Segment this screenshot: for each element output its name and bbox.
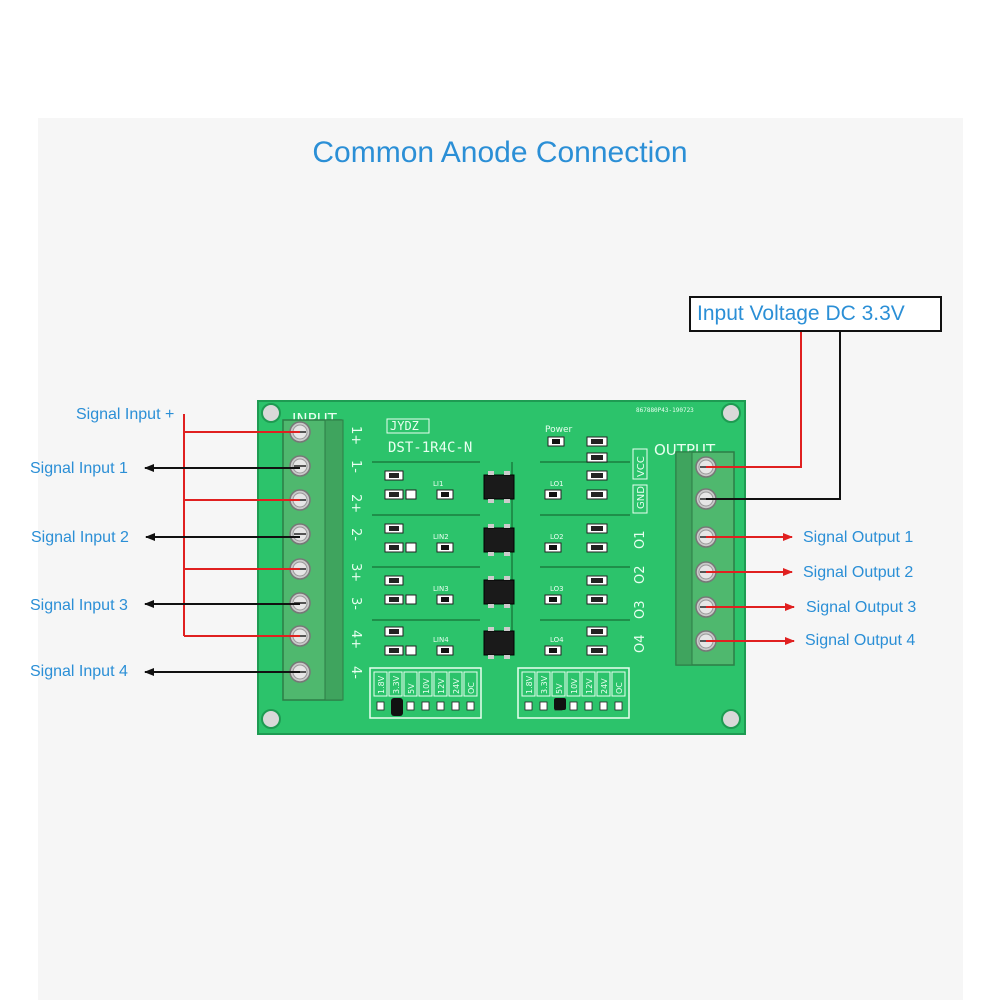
optocoupler-1 <box>483 471 515 503</box>
input-pin-label: 1- <box>348 460 363 473</box>
output-pin-label: O3 <box>633 600 648 619</box>
jumper-right <box>554 698 566 710</box>
gnd-wire <box>706 332 841 500</box>
input-screw-4 <box>289 523 311 545</box>
board-model: DST-1R4C-N <box>388 440 472 456</box>
lin-label: LI1 <box>433 480 443 488</box>
input-terminal-block <box>282 419 344 701</box>
voltage-option-label: 12V <box>585 678 594 694</box>
mount-hole-bottom-left <box>261 709 281 729</box>
optocoupler-2 <box>483 524 515 556</box>
input-pin-label: 4+ <box>348 630 363 649</box>
mount-hole-bottom-right <box>721 709 741 729</box>
lo-label: LO2 <box>550 533 564 541</box>
label-signal-input-2: Signal Input 2 <box>31 529 129 546</box>
voltage-option-label: OC <box>615 682 624 694</box>
input-pin-labels: 1+ 1- 2+ 2- 3+ 3- 4+ 4- <box>348 426 363 679</box>
top-right-resistors <box>586 436 608 463</box>
input-pin-label: 1+ <box>348 426 363 445</box>
input-voltage-box: Input Voltage DC 3.3V <box>689 296 942 332</box>
output-pin-label: O1 <box>633 530 648 549</box>
voltage-option-label: 1.8V <box>377 675 386 694</box>
voltage-option-label: 3.3V <box>392 675 401 694</box>
label-signal-output-2: Signal Output 2 <box>803 564 914 581</box>
voltage-option-label: 24V <box>452 678 461 694</box>
label-signal-input-1: Signal Input 1 <box>30 460 128 477</box>
input-pin-label: 2- <box>348 528 363 541</box>
voltage-option-label: OC <box>467 682 476 694</box>
label-signal-output-4: Signal Output 4 <box>805 632 916 649</box>
output-pin-label: GND <box>636 486 647 509</box>
signal-input-arrows <box>144 464 300 676</box>
optocouplers <box>483 471 515 659</box>
input-screw-2 <box>289 455 311 477</box>
optocoupler-3 <box>483 576 515 608</box>
jumper-left <box>391 698 403 716</box>
pcb-traces <box>372 461 630 640</box>
output-pin-label: VCC <box>636 456 647 477</box>
voltage-option-label: 5V <box>407 683 416 694</box>
input-pin-label: 4- <box>348 666 363 679</box>
voltage-option-label: 10V <box>422 678 431 694</box>
board-serial: 867880P43-190723 <box>636 407 694 414</box>
power-label: Power <box>545 425 573 435</box>
input-pin-label: 2+ <box>348 494 363 513</box>
label-signal-output-3: Signal Output 3 <box>806 599 917 616</box>
mount-hole-top-left <box>261 403 281 423</box>
label-signal-input-4: Signal Input 4 <box>30 663 128 680</box>
signal-output-arrows <box>706 533 795 645</box>
mount-hole-top-right <box>721 403 741 423</box>
voltage-option-label: 12V <box>437 678 446 694</box>
label-signal-input-plus: Signal Input + <box>76 406 175 423</box>
voltage-option-label: 24V <box>600 678 609 694</box>
input-pin-label: 3+ <box>348 563 363 582</box>
label-signal-output-1: Signal Output 1 <box>803 529 914 546</box>
lo-label: LO1 <box>550 480 564 488</box>
lin-label: LIN4 <box>433 636 449 644</box>
output-pin-label: O2 <box>633 565 648 584</box>
output-terminal-block <box>675 451 735 666</box>
red-common-wires <box>183 414 300 637</box>
optocoupler-4 <box>483 627 515 659</box>
board-brand: JYDZ <box>390 419 419 433</box>
lo-label: LO3 <box>550 585 564 593</box>
output-pin-label: O4 <box>633 634 648 653</box>
voltage-option-label: 3.3V <box>540 675 549 694</box>
voltage-option-label: 5V <box>555 683 564 694</box>
lin-label: LIN3 <box>433 585 449 593</box>
lin-label: LIN2 <box>433 533 449 541</box>
page-title: Common Anode Connection <box>312 136 688 169</box>
lo-label: LO4 <box>550 636 564 644</box>
label-signal-input-3: Signal Input 3 <box>30 597 128 614</box>
voltage-option-label: 1.8V <box>525 675 534 694</box>
voltage-selector-right: 1.8V 3.3V 5V 10V 12V 24V OC <box>517 667 630 719</box>
voltage-selector-left: 1.8V 3.3V 5V 10V 12V 24V OC <box>369 667 482 719</box>
voltage-option-label: 10V <box>570 678 579 694</box>
input-pin-label: 3- <box>348 597 363 610</box>
supply-wires <box>706 332 841 500</box>
vcc-wire <box>706 332 802 468</box>
